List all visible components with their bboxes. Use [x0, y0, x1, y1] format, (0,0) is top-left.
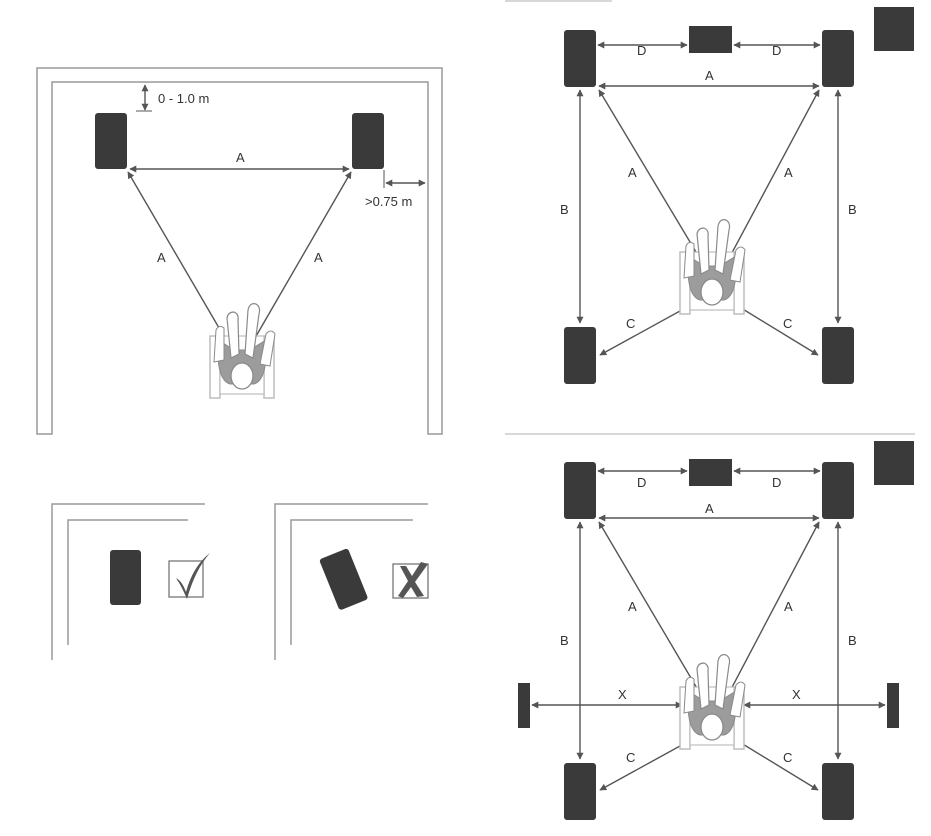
listener-icon: [679, 653, 746, 750]
rear-right-speaker: [822, 763, 854, 820]
center-speaker: [689, 459, 732, 486]
distance-d-label: D: [637, 43, 646, 58]
center-speaker: [689, 26, 732, 53]
distance-b-label: B: [560, 633, 569, 648]
front-right-speaker: [822, 30, 854, 87]
surround-5-1-panel: D D A A A B B C C: [505, 0, 914, 384]
distance-a-label: A: [628, 599, 637, 614]
distance-c-label: C: [783, 750, 792, 765]
placement-panel: [51, 503, 429, 660]
room-wall: [36, 67, 443, 435]
distance-a-label: A: [705, 68, 714, 83]
subwoofer: [874, 7, 914, 51]
speaker-straight: [110, 550, 141, 605]
distance-d-label: D: [772, 475, 781, 490]
wall-gap-label: 0 - 1.0 m: [158, 91, 209, 106]
front-left-speaker: [564, 462, 596, 519]
distance-b-label: B: [848, 633, 857, 648]
surround-7-1-panel: D D A A A B B X X C C: [518, 441, 914, 820]
distance-d-label: D: [772, 43, 781, 58]
distance-b-label: B: [848, 202, 857, 217]
listener-icon: [209, 302, 276, 399]
left-speaker: [95, 113, 127, 169]
distance-label: A: [236, 150, 245, 165]
side-gap-label: >0.75 m: [365, 194, 412, 209]
front-right-speaker: [822, 462, 854, 519]
listener-left-arrow: [127, 171, 237, 358]
distance-a-label: A: [784, 165, 793, 180]
rear-left-speaker: [564, 763, 596, 820]
corner-wall-correct: [51, 503, 205, 660]
distance-c-label: C: [626, 750, 635, 765]
distance-c-label: C: [783, 316, 792, 331]
stereo-room-panel: 0 - 1.0 m >0.75 m A A A: [36, 67, 443, 435]
listener-icon: [679, 218, 746, 315]
distance-a-label: A: [628, 165, 637, 180]
side-right-speaker: [887, 683, 899, 728]
distance-label: A: [314, 250, 323, 265]
distance-b-label: B: [560, 202, 569, 217]
distance-a-label: A: [705, 501, 714, 516]
speaker-angled: [319, 548, 368, 610]
rear-right-speaker: [822, 327, 854, 384]
subwoofer: [874, 441, 914, 485]
rear-left-speaker: [564, 327, 596, 384]
side-left-speaker: [518, 683, 530, 728]
listener-right-arrow: [243, 171, 352, 358]
distance-label: A: [157, 250, 166, 265]
distance-d-label: D: [637, 475, 646, 490]
checkmark-icon: [176, 553, 210, 599]
x-mark-icon: [398, 562, 428, 598]
distance-c-label: C: [626, 316, 635, 331]
corner-wall-incorrect: [274, 503, 428, 660]
front-left-speaker: [564, 30, 596, 87]
right-speaker: [352, 113, 384, 169]
distance-x-label: X: [792, 687, 801, 702]
distance-x-label: X: [618, 687, 627, 702]
distance-a-label: A: [784, 599, 793, 614]
